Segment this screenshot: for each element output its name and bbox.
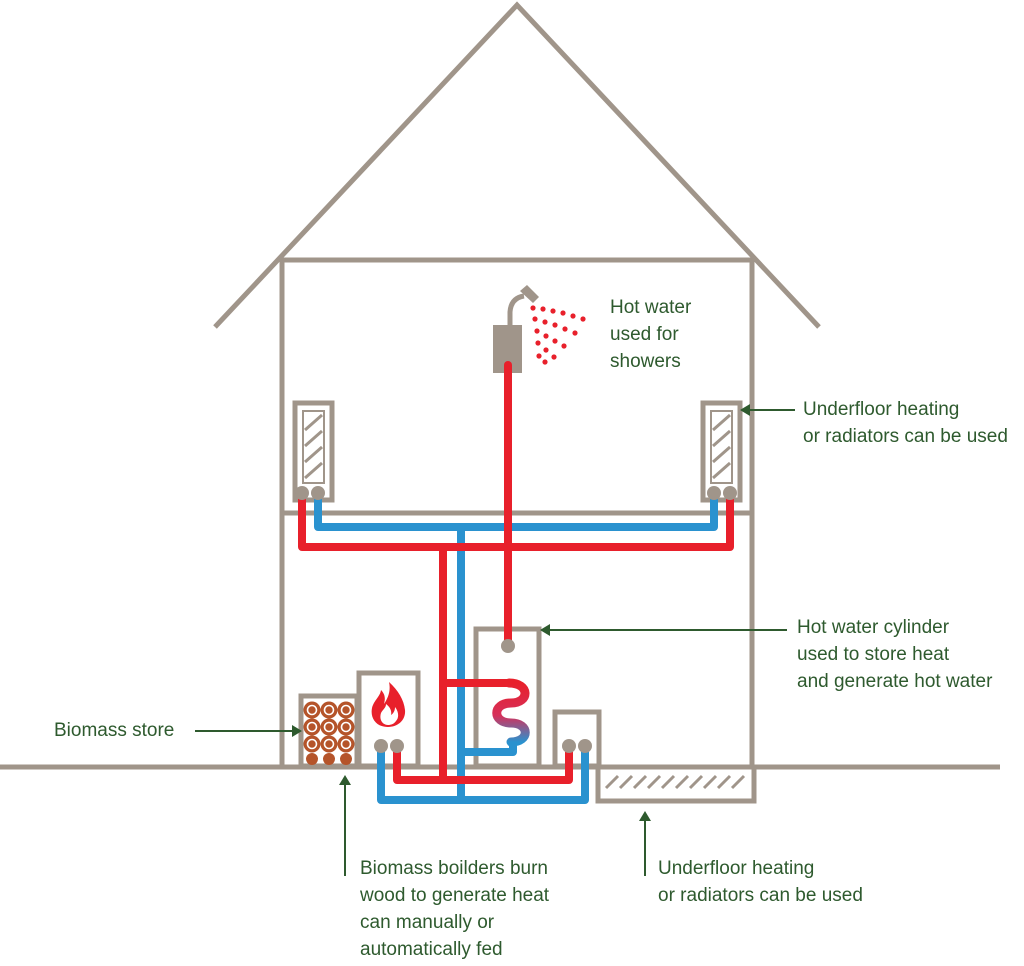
lower-heating-label-line: or radiators can be used <box>658 885 863 906</box>
shower-label-line: Hot water <box>610 297 692 318</box>
boiler-label-line: wood to generate heat <box>360 885 550 906</box>
radiator-icon <box>292 400 335 503</box>
pump-unit <box>552 709 602 769</box>
hot-flow-pipes <box>298 361 734 784</box>
lower-heating-label: Underfloor heating or radiators can be u… <box>658 855 863 909</box>
arrow-boiler <box>339 775 351 876</box>
roof <box>213 1 821 329</box>
coil-icon <box>492 678 530 747</box>
annotation-arrows <box>195 404 795 876</box>
boiler-label: Biomass boilders burn wood to generate h… <box>360 855 549 963</box>
arrow-biomass-store <box>195 725 302 737</box>
boiler-label-line: Biomass boilders burn <box>360 858 548 879</box>
shower-icon <box>493 285 586 373</box>
lower-heating-label-line: Underfloor heating <box>658 858 815 879</box>
cylinder-label-line: used to store heat <box>797 644 950 665</box>
arrow-upper-heating <box>740 404 795 416</box>
pipe-connectors <box>295 486 737 753</box>
boiler-label-line: automatically fed <box>360 939 503 960</box>
flame-icon <box>371 682 406 727</box>
underfloor-heating-icon <box>595 764 757 804</box>
arrow-lower-heating <box>639 811 651 876</box>
radiator-icon <box>700 400 743 503</box>
log-store-icon <box>298 693 360 769</box>
shower-label-line: used for <box>610 324 679 345</box>
cold-return-pipes <box>314 489 718 804</box>
cylinder-label-line: and generate hot water <box>797 671 993 692</box>
cylinder-label: Hot water cylinder used to store heat an… <box>797 614 992 695</box>
boiler-label-line: can manually or <box>360 912 495 933</box>
upper-heating-label-line: or radiators can be used <box>803 426 1008 447</box>
shower-label: Hot water used for showers <box>610 294 691 375</box>
upper-heating-label: Underfloor heating or radiators can be u… <box>803 396 1008 450</box>
arrow-cylinder <box>540 624 787 636</box>
biomass-store-label: Biomass store <box>54 717 174 744</box>
biomass-store-label-line: Biomass store <box>54 720 175 741</box>
upper-heating-label-line: Underfloor heating <box>803 399 960 420</box>
cylinder-label-line: Hot water cylinder <box>797 617 950 638</box>
shower-label-line: showers <box>610 351 681 372</box>
